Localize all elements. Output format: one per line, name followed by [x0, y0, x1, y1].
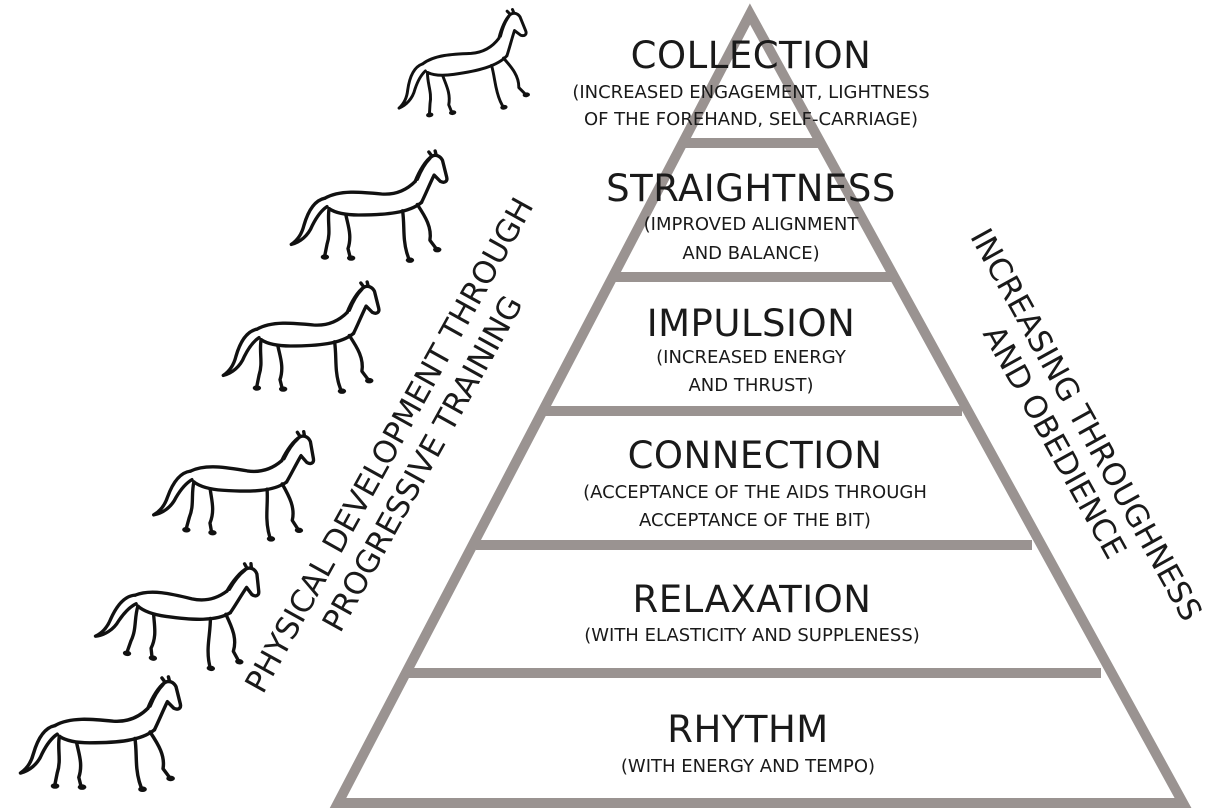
horse-impulsion-icon [221, 280, 381, 396]
tier-title: STRAIGHTNESS [606, 167, 896, 210]
tier-description-line: AND BALANCE) [682, 243, 819, 264]
tier-description-line: (INCREASED ENGAGEMENT, LIGHTNESS [572, 82, 929, 103]
tier-description-line: (INCREASED ENERGY [656, 347, 847, 368]
tier-impulsion: IMPULSION (INCREASED ENERGY AND THRUST) [647, 302, 856, 396]
horse-rhythm-icon [18, 675, 183, 794]
tier-rhythm: RHYTHM (WITH ENERGY AND TEMPO) [621, 708, 875, 777]
right-diagonal-label: INCREASING THROUGHNESS AND OBEDIENCE [963, 223, 1209, 628]
horse-relaxed-icon [91, 541, 265, 678]
left-label-line-2: PROGRESSIVE TRAINING [316, 290, 531, 638]
tier-connection: CONNECTION (ACCEPTANCE OF THE AIDS THROU… [583, 434, 927, 531]
horse-connection-icon [150, 419, 318, 546]
tier-title: RELAXATION [633, 578, 872, 621]
tier-title: COLLECTION [631, 34, 872, 77]
tier-title: IMPULSION [647, 302, 856, 345]
tier-collection: COLLECTION (INCREASED ENGAGEMENT, LIGHTN… [572, 34, 929, 130]
tier-description-line: (ACCEPTANCE OF THE AIDS THROUGH [583, 482, 927, 503]
pyramid-frame [329, 3, 1192, 808]
horse-straight-icon [289, 149, 449, 265]
tier-straightness: STRAIGHTNESS (IMPROVED ALIGNMENT AND BAL… [606, 167, 896, 264]
tier-description-line: AND THRUST) [688, 375, 813, 396]
right-label-line-1: INCREASING THROUGHNESS [963, 223, 1209, 628]
tier-description-line: OF THE FOREHAND, SELF-CARRIAGE) [584, 109, 918, 130]
tier-relaxation: RELAXATION (WITH ELASTICITY AND SUPPLENE… [584, 578, 920, 646]
tier-title: CONNECTION [628, 434, 883, 477]
tier-description-line: (IMPROVED ALIGNMENT [644, 214, 860, 235]
tier-description-line: ACCEPTANCE OF THE BIT) [639, 510, 871, 531]
tier-title: RHYTHM [667, 708, 828, 751]
tier-description-line: (WITH ELASTICITY AND SUPPLENESS) [584, 625, 920, 646]
left-label-line-1: PHYSICAL DEVELOPMENT THROUGH [238, 192, 541, 699]
horse-collected-icon [386, 6, 538, 126]
tier-description-line: (WITH ENERGY AND TEMPO) [621, 756, 875, 777]
pyramid-outline [329, 3, 1192, 808]
